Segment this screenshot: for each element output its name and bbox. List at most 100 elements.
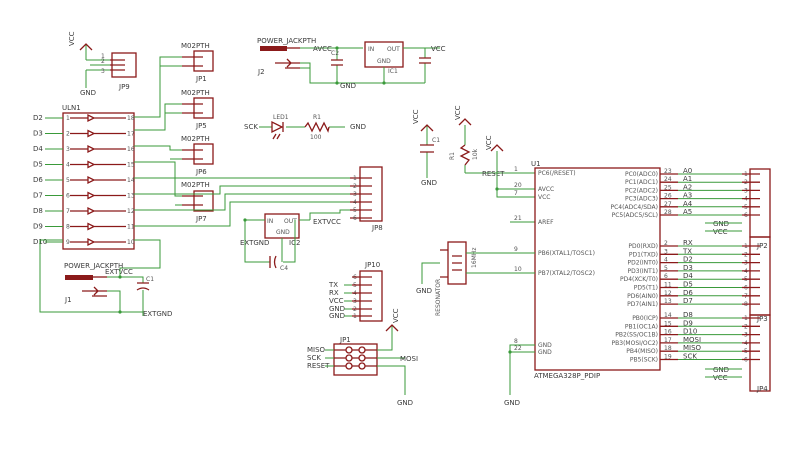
u1-left-pin-number: 22: [514, 345, 522, 352]
u1-right-pin-name: PB3(MOSI/OC2): [612, 340, 658, 347]
j2-label: J2: [257, 68, 265, 76]
c4-label: C4: [280, 265, 288, 272]
isp-mosi-label: MOSI: [400, 355, 418, 363]
jp8-pin-number: 4: [353, 199, 357, 206]
jp10-pin-label: VCC: [329, 297, 344, 305]
u1-right-net-label: A3: [683, 192, 692, 200]
svg-text:2: 2: [101, 58, 105, 65]
isp-pin-label: RESET: [307, 362, 330, 370]
u1-right-net-label: A0: [683, 167, 692, 175]
uln-input-net: D9: [33, 223, 43, 231]
u1-right-pin-number: 24: [664, 176, 672, 183]
u1-right-pin-name: PD1(TXD): [629, 251, 658, 258]
u1-right-net-label: D8: [683, 311, 693, 319]
u1-right-pin-number: 27: [664, 201, 672, 208]
gnd-net-top: GND: [340, 82, 356, 90]
u1-right-pin-number: 26: [664, 193, 672, 200]
ic2-in-pin: IN: [267, 218, 273, 225]
u1-left-pin-name: AREF: [538, 219, 554, 226]
uln-input-net: D8: [33, 207, 43, 215]
u1-right-pin-number: 25: [664, 184, 672, 191]
u1-right-pin-name: PB1(OC1A): [625, 323, 658, 330]
u1-right-net-label: A1: [683, 175, 692, 183]
jp3-label: JP3: [756, 315, 768, 323]
u1-left-pin-name: VCC: [538, 194, 550, 201]
uln-left-pin: 3: [66, 146, 70, 153]
power-jack-j1: POWER_JACKPTH J1 EXTVCC: [64, 262, 133, 304]
u1-right-net-label: D3: [683, 264, 693, 272]
u1-left-pin-name: PB7(XTAL2/TOSC2): [538, 270, 595, 277]
jp1-top-label: JP1: [195, 75, 207, 83]
jp8-pin-number: 1: [353, 175, 357, 182]
u1-right-pin-name: PD4(XCK/T0): [620, 276, 658, 283]
c1-jack-label: C1: [146, 276, 154, 283]
u1-right-pin-number: 19: [664, 354, 672, 361]
jp2-gnd-net: GND: [713, 220, 729, 228]
jp5-type: M02PTH: [181, 89, 210, 97]
u1-right-net-label: SCK: [683, 353, 697, 361]
u1-right-pin-number: 15: [664, 320, 672, 327]
capacitor-c1-jack: C1: [136, 276, 154, 291]
u1-left-pin-name: PC6(/RESET): [538, 170, 576, 177]
svg-text:3: 3: [101, 68, 105, 75]
isp-pin-label: MISO: [307, 346, 326, 354]
uln-left-pin: 2: [66, 131, 70, 138]
u1-right-net-label: MISO: [683, 344, 702, 352]
header-jp9: VCC 123 JP9 GND: [68, 31, 137, 97]
c1-vcc-label: VCC: [412, 109, 420, 124]
u1-right-pin-name: PD0(RXD): [628, 243, 658, 250]
jp10-pin-label: GND: [329, 312, 345, 320]
u1-right-pin-number: 23: [664, 168, 672, 175]
jp6-label: JP6: [195, 168, 207, 176]
uln-left-pin: 7: [66, 208, 70, 215]
u1-left-pin-number: 7: [514, 190, 518, 197]
u1-right-pin-name: PB5(SCK): [630, 357, 658, 364]
jp9-label: JP9: [118, 83, 130, 91]
extgnd-net-ic2: EXTGND: [240, 239, 269, 247]
capacitor-c4: C4: [269, 255, 288, 272]
reset-resistor: VCC R1 10k: [449, 105, 479, 173]
j1-type-label: POWER_JACKPTH: [64, 262, 123, 270]
uln-right-pin: 17: [127, 131, 135, 138]
u1-vcc: VCC: [485, 135, 535, 198]
extgnd-net-j1: EXTGND: [143, 310, 172, 318]
u1-left-pin-name: AVCC: [538, 186, 554, 193]
u1-right-pin-number: 4: [664, 257, 668, 264]
u1-right-pin-number: 11: [664, 282, 672, 289]
capacitor-c3: [419, 48, 431, 83]
jp2-vcc-net: VCC: [713, 228, 728, 236]
u1-right-pin-name: PD5(T1): [634, 285, 658, 292]
u1-right-pin-number: 5: [664, 265, 668, 272]
u1-left-pin-number: 20: [514, 182, 522, 189]
uln-right-pin: 18: [127, 115, 135, 122]
u1-left-pin-name: PB6(XTAL1/TOSC1): [538, 250, 595, 257]
led-label: LED1: [273, 114, 289, 121]
u1-right-pin-number: 12: [664, 290, 672, 297]
u1-label: U1: [531, 160, 541, 168]
uln-right-pin: 11: [127, 224, 135, 231]
uln-left-pin: 5: [66, 177, 70, 184]
capacitor-c1: VCC C1 GND: [412, 109, 440, 187]
capacitor-c2: C2: [331, 48, 343, 83]
u1-right-pin-number: 3: [664, 248, 668, 255]
jp9-gnd-label: GND: [80, 89, 96, 97]
u1-right-pin-name: PD2(INT0): [628, 260, 658, 267]
c2-label: C2: [331, 50, 339, 57]
uln-input-net: D5: [33, 161, 43, 169]
power-jack-j2: POWER_JACKPTH J2: [257, 37, 316, 76]
u1-right-pin-name: PC3(ADC3): [625, 196, 658, 203]
u1-right-pin-number: 18: [664, 345, 672, 352]
uln-input-net: D2: [33, 114, 43, 122]
u1-left-pin-name: GND: [538, 342, 552, 349]
jp8-pin-number: 6: [353, 215, 357, 222]
u1-vcc-label: VCC: [485, 135, 493, 150]
u1-right-net-label: D5: [683, 281, 693, 289]
jp4-gnd-net: GND: [713, 366, 729, 374]
header-jp5: M02PTH JP5: [181, 89, 214, 130]
u1-right-pin-name: PB0(ICP): [632, 315, 658, 322]
u1-right-net-label: D7: [683, 297, 693, 305]
isp-pin-label: SCK: [307, 354, 321, 362]
